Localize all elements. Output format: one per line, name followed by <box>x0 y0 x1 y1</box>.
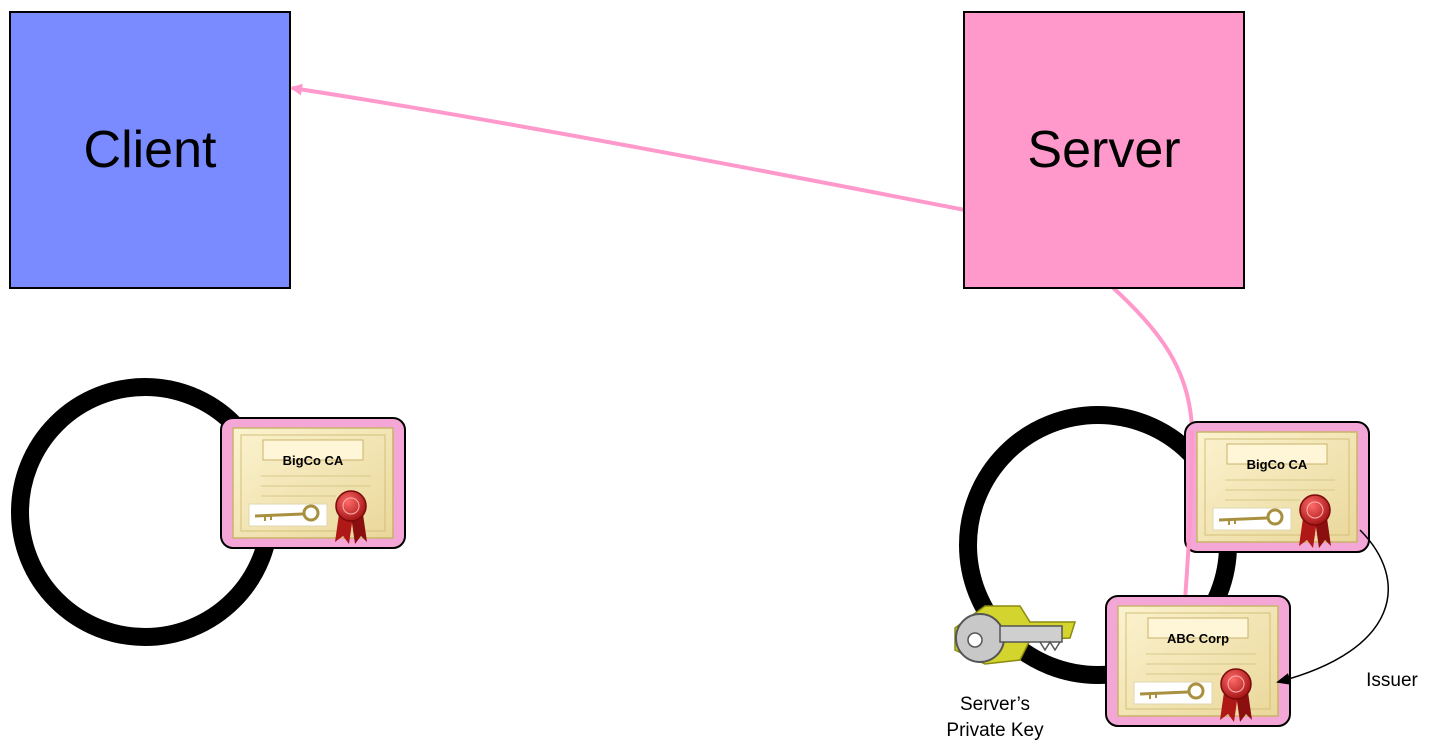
abc-corp-certificate-icon: ABC Corp <box>1104 594 1292 728</box>
private-key-label-line1: Server’s <box>959 694 1031 715</box>
server-ca-cert-name: BigCo CA <box>1247 457 1308 472</box>
issuer-label: Issuer <box>1366 670 1418 691</box>
server-to-client-arrow <box>290 83 966 212</box>
issuer-arrow <box>1276 529 1389 685</box>
server-chain-link-upper <box>1108 283 1194 431</box>
client-box: Client <box>9 11 291 289</box>
private-key-icon <box>954 605 1077 665</box>
server-box: Server <box>963 11 1245 289</box>
client-ca-cert-name: BigCo CA <box>283 453 344 468</box>
server-ca-certificate-icon: BigCo CA <box>1183 420 1371 554</box>
client-label: Client <box>83 121 217 179</box>
client-ca-certificate-icon: BigCo CA <box>219 416 407 550</box>
server-label: Server <box>1027 121 1181 179</box>
server-chain-link-lower <box>1183 429 1194 601</box>
private-key-label-line2: Private Key <box>946 720 1044 741</box>
abc-corp-cert-name: ABC Corp <box>1167 631 1229 646</box>
